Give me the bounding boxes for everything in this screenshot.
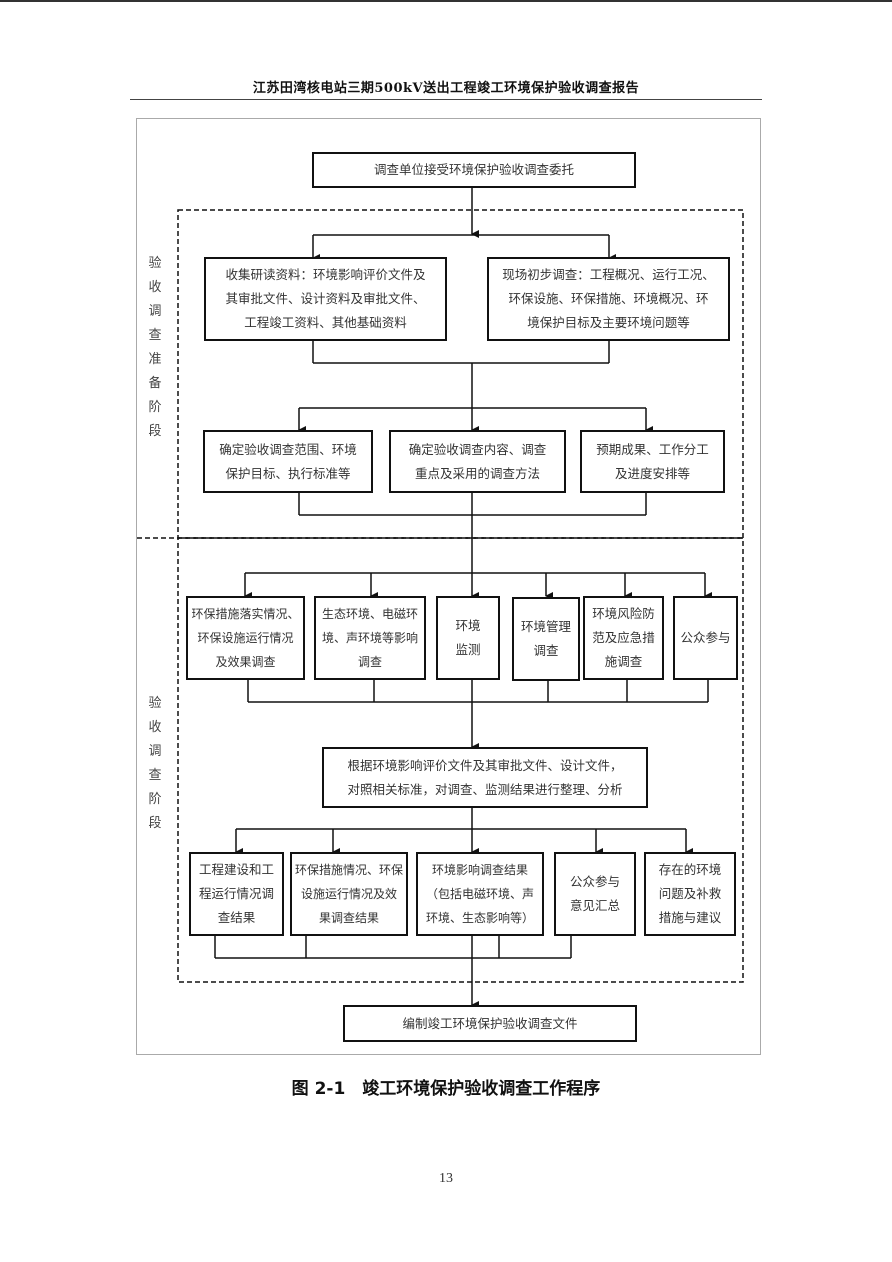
content-method-box: 确定验收调查内容、调查 重点及采用的调查方法 bbox=[389, 430, 566, 493]
phase-survey-region bbox=[177, 537, 744, 983]
survey-item-measures: 环保措施落实情况、 环保设施运行情况 及效果调查 bbox=[186, 596, 305, 680]
box-line: 境保护目标及主要环境问题等 bbox=[527, 315, 690, 330]
phase-char: 准 bbox=[148, 352, 162, 367]
phase-char: 阶 bbox=[148, 400, 162, 415]
box-line: 设施运行情况及效 bbox=[300, 887, 397, 901]
box-line: 环境管理 bbox=[520, 619, 571, 634]
box-text: 编制竣工环境保护验收调查文件 bbox=[402, 1015, 578, 1031]
page-number: 13 bbox=[439, 1171, 453, 1186]
box-line: 公众参与 bbox=[569, 874, 620, 889]
header-rule bbox=[130, 99, 762, 100]
schedule-box: 预期成果、工作分工 及进度安排等 bbox=[580, 430, 725, 493]
box-line: 境、声环境等影响 bbox=[321, 631, 418, 645]
phase-char: 查 bbox=[148, 768, 162, 783]
box-line: 环保设施、环保措施、环境概况、环 bbox=[508, 291, 709, 306]
box-line: 收集研读资料：环境影响评价文件及 bbox=[225, 267, 426, 282]
box-line: 保护目标、执行标准等 bbox=[225, 465, 351, 481]
box-line: 果调查结果 bbox=[318, 911, 379, 925]
box-line: 预期成果、工作分工 bbox=[596, 441, 709, 457]
survey-item-monitoring: 环境 监测 bbox=[436, 596, 500, 680]
start-box: 调查单位接受环境保护验收调查委托 bbox=[312, 152, 636, 188]
phase-label-survey: 验 收 调 查 阶 段 bbox=[146, 692, 164, 836]
phase-char: 备 bbox=[148, 376, 162, 391]
box-line: 措施与建议 bbox=[658, 910, 722, 925]
box-line: 问题及补救 bbox=[658, 886, 722, 901]
collect-materials-box: 收集研读资料：环境影响评价文件及 其审批文件、设计资料及审批文件、 工程竣工资料… bbox=[204, 257, 447, 341]
box-line: 程运行情况调 bbox=[198, 886, 274, 901]
box-line: 查结果 bbox=[217, 910, 256, 925]
result-issues: 存在的环境 问题及补救 措施与建议 bbox=[644, 852, 736, 936]
survey-item-impact: 生态环境、电磁环 境、声环境等影响 调查 bbox=[314, 596, 426, 680]
box-line: 工程竣工资料、其他基础资料 bbox=[244, 315, 407, 330]
phase-prep-region bbox=[177, 209, 744, 539]
phase-char: 调 bbox=[148, 744, 162, 759]
survey-item-public: 公众参与 bbox=[673, 596, 738, 680]
phase-char: 调 bbox=[148, 304, 162, 319]
figure-caption: 图 2-1 竣工环境保护验收调查工作程序 bbox=[291, 1079, 601, 1099]
box-line: 现场初步调查：工程概况、运行工况、 bbox=[502, 267, 715, 282]
figure-frame bbox=[136, 118, 761, 1055]
phase-char: 查 bbox=[148, 328, 162, 343]
box-line: 确定验收调查范围、环境 bbox=[219, 441, 357, 457]
box-line: 其审批文件、设计资料及审批文件、 bbox=[225, 291, 426, 306]
box-line: 环保设施运行情况 bbox=[197, 631, 294, 645]
result-public: 公众参与 意见汇总 bbox=[554, 852, 636, 936]
box-line: 及效果调查 bbox=[215, 655, 276, 669]
box-line: 监测 bbox=[455, 642, 481, 657]
box-line: 环境风险防 bbox=[592, 606, 655, 621]
survey-item-management: 环境管理 调查 bbox=[512, 597, 580, 681]
box-line: 环保措施情况、环保 bbox=[294, 863, 403, 877]
result-impact: 环境影响调查结果 （包括电磁环境、声 环境、生态影响等） bbox=[416, 852, 544, 936]
box-line: 调查 bbox=[357, 655, 382, 669]
phase-char: 验 bbox=[148, 696, 162, 711]
box-line: 环境 bbox=[455, 618, 481, 633]
survey-item-risk: 环境风险防 范及应急措 施调查 bbox=[583, 596, 664, 680]
site-survey-box: 现场初步调查：工程概况、运行工况、 环保设施、环保措施、环境概况、环 境保护目标… bbox=[487, 257, 730, 341]
scope-box: 确定验收调查范围、环境 保护目标、执行标准等 bbox=[203, 430, 373, 493]
box-line: 及进度安排等 bbox=[614, 465, 690, 481]
box-text: 调查单位接受环境保护验收调查委托 bbox=[373, 162, 574, 177]
box-line: 根据环境影响评价文件及其审批文件、设计文件， bbox=[347, 757, 623, 773]
box-line: （包括电磁环境、声 bbox=[425, 887, 534, 901]
box-line: 环境、生态影响等） bbox=[425, 911, 534, 925]
box-line: 重点及采用的调查方法 bbox=[414, 465, 540, 481]
page-top-border bbox=[0, 0, 892, 2]
phase-char: 段 bbox=[148, 816, 162, 831]
box-line: 确定验收调查内容、调查 bbox=[408, 441, 547, 457]
phase-char: 收 bbox=[148, 720, 162, 735]
analysis-box: 根据环境影响评价文件及其审批文件、设计文件， 对照相关标准，对调查、监测结果进行… bbox=[322, 747, 648, 808]
box-line: 生态环境、电磁环 bbox=[321, 607, 418, 621]
box-line: 存在的环境 bbox=[658, 862, 722, 877]
box-line: 调查 bbox=[533, 643, 559, 658]
box-line: 环保措施落实情况、 bbox=[191, 607, 300, 621]
phase-char: 验 bbox=[148, 256, 162, 271]
box-line: 工程建设和工 bbox=[198, 862, 274, 877]
box-line: 意见汇总 bbox=[569, 898, 620, 913]
box-line: 施调查 bbox=[604, 654, 643, 669]
box-line: 公众参与 bbox=[680, 630, 731, 645]
phase-char: 收 bbox=[148, 280, 162, 295]
phase-label-prep: 验 收 调 查 准 备 阶 段 bbox=[146, 252, 164, 444]
phase-char: 阶 bbox=[148, 792, 162, 807]
document-header-title: 江苏田湾核电站三期500kV送出工程竣工环境保护验收调查报告 bbox=[252, 81, 640, 96]
box-line: 对照相关标准，对调查、监测结果进行整理、分析 bbox=[347, 781, 623, 797]
result-construction: 工程建设和工 程运行情况调 查结果 bbox=[189, 852, 284, 936]
box-line: 范及应急措 bbox=[592, 630, 655, 645]
box-line: 环境影响调查结果 bbox=[431, 863, 528, 877]
phase-char: 段 bbox=[148, 424, 162, 439]
result-measures: 环保措施情况、环保 设施运行情况及效 果调查结果 bbox=[290, 852, 408, 936]
end-box: 编制竣工环境保护验收调查文件 bbox=[343, 1005, 637, 1042]
